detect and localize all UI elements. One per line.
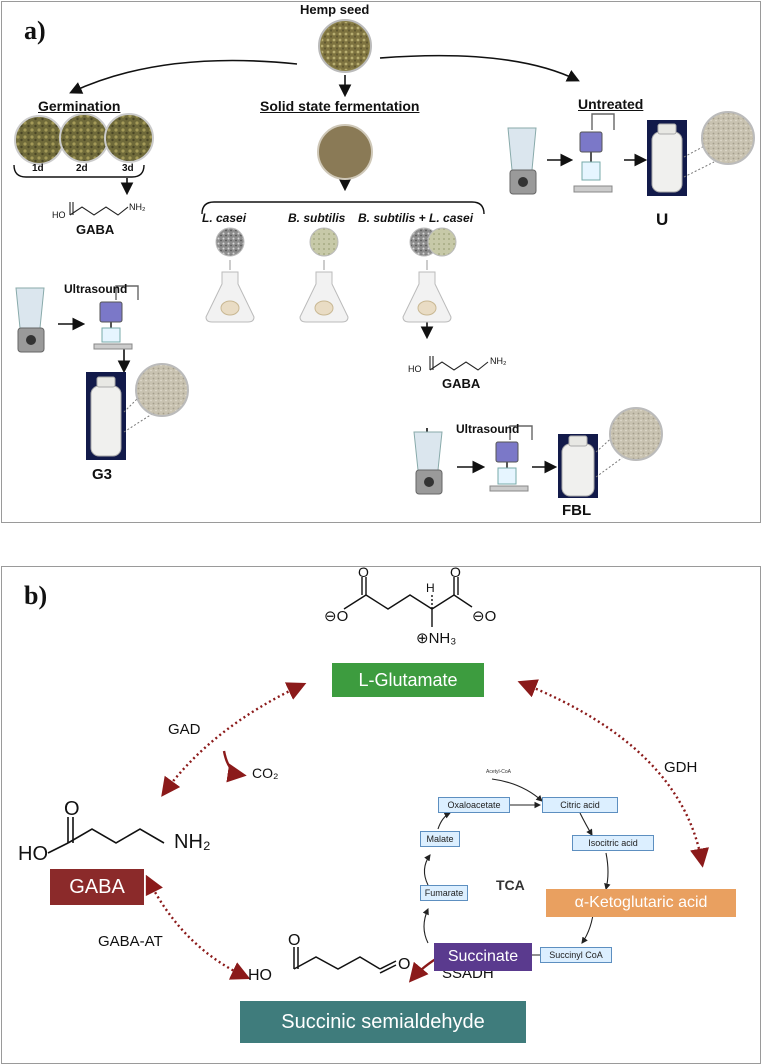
- panel-a-label: a): [24, 16, 46, 45]
- bottle-germination: [86, 363, 189, 460]
- sample-fbl-label: FBL: [562, 502, 592, 519]
- gaba-molecule-ssf: [429, 356, 489, 371]
- bottle-ssf: [558, 407, 663, 498]
- day-3: 3d: [122, 163, 134, 174]
- ssf-ho: HO: [408, 364, 422, 374]
- day-1: 1d: [32, 163, 44, 174]
- ssa-box: Succinic semialdehyde: [240, 1001, 526, 1043]
- tca-malate: Malate: [420, 831, 460, 847]
- panel-b: O O H O O O: [1, 566, 761, 1064]
- arrow-gaba-ssa: [145, 874, 251, 980]
- arrow-glutamate-gaba: [161, 682, 307, 797]
- strain-l-casei: [215, 227, 245, 257]
- ssf-ultrasound-label: Ultrasound: [456, 422, 520, 436]
- blender-germination: [15, 287, 45, 353]
- gaba-at-label: GABA-AT: [98, 933, 163, 950]
- tca-citric-acid: Citric acid: [542, 797, 618, 813]
- ssf-nh2: NH₂: [490, 356, 507, 366]
- blender-untreated: [507, 127, 537, 195]
- germ-ho: HO: [52, 210, 66, 220]
- svg-text:O: O: [398, 956, 410, 973]
- flask-l-casei: [205, 260, 255, 323]
- gaba-ho: HO: [18, 843, 48, 865]
- succinate-box: Succinate: [434, 943, 532, 971]
- panel-b-arrows: O O H O O O: [47, 567, 710, 983]
- svg-text:O: O: [64, 798, 80, 820]
- ssf-substrate: [317, 124, 373, 180]
- gaba-nh2: NH₂: [174, 831, 211, 853]
- germination-gaba-label: GABA: [76, 222, 115, 237]
- tca-isocitric-acid: Isocitric acid: [572, 835, 654, 851]
- panel-a: a) Hemp seed Germination 1d 2d 3d HO NH₂…: [1, 1, 761, 523]
- tca-fumarate: Fumarate: [420, 885, 468, 901]
- strain-b-subtilis: [309, 227, 339, 257]
- flask-b-subtilis: [299, 260, 349, 323]
- glutamate-nh3: ⊕NH₃: [416, 630, 457, 647]
- svg-text:O: O: [450, 567, 461, 580]
- tca-succinyl-coa: Succinyl CoA: [540, 947, 612, 963]
- panel-b-label: b): [24, 581, 48, 610]
- germ-nh2: NH₂: [129, 202, 146, 212]
- panel-a-arrows: [13, 19, 755, 498]
- co2-label: CO₂: [252, 765, 279, 781]
- germination-heading: Germination: [38, 98, 121, 114]
- ssa-molecule: [293, 947, 397, 974]
- germination-ultrasound-label: Ultrasound: [64, 282, 128, 296]
- strain-mix-2: [427, 227, 457, 257]
- akg-box: α-Ketoglutaric acid: [546, 889, 736, 917]
- ssf-bracket: [201, 201, 485, 215]
- ssf-gaba-label: GABA: [442, 376, 481, 391]
- germination-dish-3d: [104, 113, 154, 163]
- svg-text:H: H: [426, 581, 435, 595]
- glutamate-box: L-Glutamate: [332, 663, 484, 697]
- glutamate-o-minus-right: ⊖O: [472, 608, 497, 625]
- ultrasound-untreated: [573, 113, 615, 193]
- strain-l-casei-label: L. casei: [202, 211, 247, 225]
- sample-g3-label: G3: [92, 466, 113, 483]
- gad-label: GAD: [168, 721, 201, 738]
- germination-dish-1d: [14, 115, 64, 165]
- day-2: 2d: [76, 163, 88, 174]
- gaba-molecule-germination: [69, 202, 129, 216]
- germination-bracket: [13, 164, 145, 178]
- svg-text:O: O: [288, 932, 300, 949]
- germination-dish-2d: [59, 113, 109, 163]
- glutamate-o-minus-left: ⊖O: [324, 608, 349, 625]
- ultrasound-germination: [93, 285, 139, 350]
- hemp-seed-label: Hemp seed: [300, 2, 370, 17]
- strain-mix-label: B. subtilis + L. casei: [358, 211, 474, 225]
- arrow-co2: [222, 750, 247, 783]
- sample-u-label: U: [656, 210, 669, 229]
- tca-oxaloacetate: Oxaloacetate: [438, 797, 510, 813]
- svg-text:O: O: [358, 567, 369, 580]
- bottle-untreated: [647, 111, 755, 196]
- tca-label: TCA: [496, 877, 525, 893]
- glutamate-molecule: [343, 577, 473, 627]
- gaba-molecule: [47, 817, 165, 854]
- gaba-box: GABA: [50, 869, 144, 905]
- gdh-label: GDH: [664, 759, 698, 776]
- arrow-glutamate-akg: [517, 679, 710, 868]
- untreated-heading: Untreated: [578, 96, 644, 112]
- ssa-ho: HO: [248, 967, 272, 984]
- arrow-to-germination: [69, 59, 298, 94]
- ultrasound-ssf: [489, 425, 533, 492]
- arrow-to-untreated: [379, 54, 580, 82]
- flask-mix: [402, 260, 452, 323]
- strain-b-subtilis-label: B. subtilis: [288, 211, 346, 225]
- tca-acetyl-label: Acetyl-CoA: [486, 769, 512, 775]
- blender-ssf: [413, 431, 443, 495]
- ssf-heading: Solid state fermentation: [260, 98, 420, 114]
